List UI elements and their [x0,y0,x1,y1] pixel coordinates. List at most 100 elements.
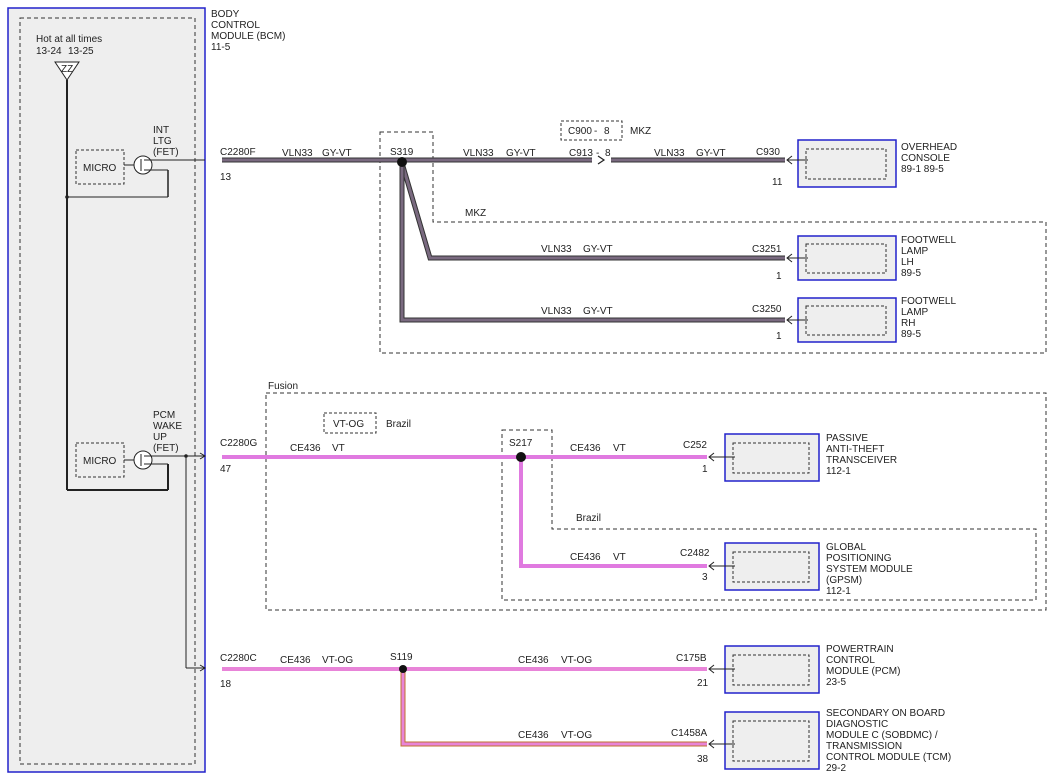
pats-label-2: ANTI-THEFT [826,444,884,455]
hot-ref-2: 13-25 [68,46,94,57]
module-pcm[interactable] [724,645,820,694]
connector-dash: - [596,148,599,159]
wire-core [519,457,707,568]
gpsm-label-4: (GPSM) [826,575,862,586]
module-footwell-lamp-rh[interactable] [797,297,897,343]
circuit-label: CE436 [570,552,601,563]
module-inner [732,654,810,686]
connector-c2280f-pin: 13 [220,172,232,183]
sobdmc-label-6: 29-2 [826,763,846,774]
circuit-label: CE436 [570,443,601,454]
pats-label-3: TRANSCEIVER [826,455,897,466]
micro-box-1 [75,149,125,185]
circuit-label: CE436 [518,730,549,741]
micro-label-2: MICRO [83,456,117,467]
overhead-label-3: 89-1 89-5 [901,164,944,175]
connector-c930-pin: 11 [772,177,783,188]
footwell-rh-label-3: RH [901,318,915,329]
vt-og-option-box [323,412,377,434]
micro-label-1: MICRO [83,163,117,174]
connector-c252: C252 [683,440,707,451]
color-label: VT-OG [561,655,592,666]
connector-c913: C913 [569,148,593,159]
int-ltg-label-3: (FET) [153,147,179,158]
bcm-title-2: CONTROL [211,20,260,31]
sobdmc-label-1: SECONDARY ON BOARD [826,708,945,719]
bcm-module[interactable] [7,7,206,773]
wire-core [401,669,707,746]
circuit-label: VLN33 [654,148,685,159]
pcm-wake-label-1: PCM [153,410,175,421]
connector-c175b: C175B [676,653,707,664]
splice-s119-dot [399,665,407,673]
splice-s319-label: S319 [390,147,414,158]
fusion-region [265,392,1047,611]
vt-og-option-label: VT-OG [333,419,364,430]
sobdmc-label-3: MODULE C (SOBDMC) / [826,730,938,741]
footwell-lh-label-3: LH [901,257,914,268]
hot-label: Hot at all times [36,34,102,45]
connector-c3251-pin: 1 [776,271,782,282]
module-inner [805,148,887,180]
splice-s217-dot [516,452,526,462]
pcm-wake-label-2: WAKE [153,421,182,432]
bcm-title-4: 11-5 [211,42,231,53]
footwell-rh-label-1: FOOTWELL [901,296,956,307]
connector-c2280c-pin: 18 [220,679,232,690]
circuit-label: CE436 [290,443,321,454]
pcm-wake-label-3: UP [153,432,167,443]
connector-c1458a-pin: 38 [697,754,709,765]
circuit-label: CE436 [280,655,311,666]
color-label: GY-VT [583,306,613,317]
bcm-box [7,7,206,773]
circuit-label: VLN33 [463,148,494,159]
brazil-label: Brazil [576,513,601,524]
connector-c3251: C3251 [752,244,782,255]
int-ltg-fet-icon [133,155,153,175]
pcm-label-1: POWERTRAIN [826,644,894,655]
footwell-lh-label-2: LAMP [901,246,929,257]
gpsm-label-2: POSITIONING [826,553,892,564]
sobdmc-label-2: DIAGNOSTIC [826,719,888,730]
circuit-label: VLN33 [541,244,572,255]
circuit-label: VLN33 [282,148,313,159]
pcm-label-2: CONTROL [826,655,875,666]
wire-core [400,163,785,322]
module-inner [805,305,887,336]
wire-vln33 [222,157,785,323]
connector-dash: - [594,126,597,137]
mkz-option-label: MKZ [630,126,651,137]
arrow-c913 [597,155,606,165]
sobdmc-label-4: TRANSMISSION [826,741,902,752]
micro-box-2 [75,442,125,478]
fuse-symbol [54,61,80,81]
module-box [724,433,820,482]
module-pats[interactable] [724,433,820,482]
connector-c900: C900 [568,126,592,137]
module-sobdmc-tcm[interactable] [724,711,820,770]
mkz-label: MKZ [465,208,486,219]
footwell-lh-label-1: FOOTWELL [901,235,956,246]
connector-c2482-pin: 3 [702,572,708,583]
connector-c930: C930 [756,147,780,158]
color-label: GY-VT [583,244,613,255]
color-label: VT [613,443,626,454]
module-gpsm[interactable] [724,542,820,591]
brazil-option-label: Brazil [386,419,411,430]
pcm-wake-fet-icon [133,450,153,470]
pats-label-4: 112-1 [826,466,851,477]
module-overhead-console[interactable] [797,139,897,188]
module-footwell-lamp-lh[interactable] [797,235,897,281]
connector-c3250-pin: 1 [776,331,782,342]
footwell-lh-label-4: 89-5 [901,268,921,279]
color-label: VT [613,552,626,563]
splice-s319-dot [397,157,407,167]
module-inner [732,551,810,583]
pcm-label-4: 23-5 [826,677,846,688]
bcm-title-3: MODULE (BCM) [211,31,285,42]
arrow-c2280g [199,452,206,460]
wire-core [400,162,785,260]
fusion-label: Fusion [268,381,298,392]
gpsm-label-5: 112-1 [826,586,851,597]
